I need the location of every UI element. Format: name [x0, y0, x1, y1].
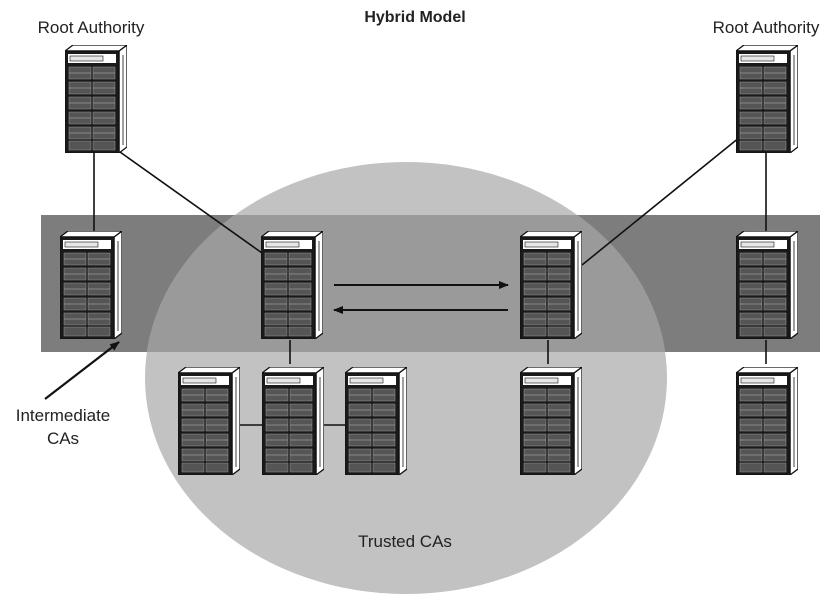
trusted-ca-leaf-2-server-icon [262, 367, 324, 475]
intermediate-ca-center-server-icon [520, 231, 582, 339]
trusted-ca-leaf-5-server-icon [736, 367, 798, 475]
intermediate-ca-left-server-icon [60, 231, 122, 339]
trusted-ca-leaf-1-server-icon [178, 367, 240, 475]
trusted-ca-leaf-4-server-icon [520, 367, 582, 475]
trusted-ca-leaf-3-server-icon [345, 367, 407, 475]
intermediate-pointer-arrow [44, 341, 120, 400]
line-root-left-to-int-mid [119, 151, 263, 254]
root-authority-right-server-icon [736, 45, 798, 153]
root-authority-left-server-icon [65, 45, 127, 153]
intermediate-ca-right-server-icon [736, 231, 798, 339]
intermediate-cas-label-line1: Intermediate [16, 406, 111, 425]
connector-lines [93, 136, 767, 426]
line-root-right-to-int-center [581, 136, 741, 266]
diagram-title: Hybrid Model [364, 9, 465, 26]
root-authority-right-label: Root Authority [713, 18, 820, 37]
intermediate-ca-mid-server-icon [261, 231, 323, 339]
root-authority-left-label: Root Authority [38, 18, 145, 37]
trusted-cas-label: Trusted CAs [358, 532, 452, 551]
intermediate-cas-label-line2: CAs [47, 429, 79, 448]
